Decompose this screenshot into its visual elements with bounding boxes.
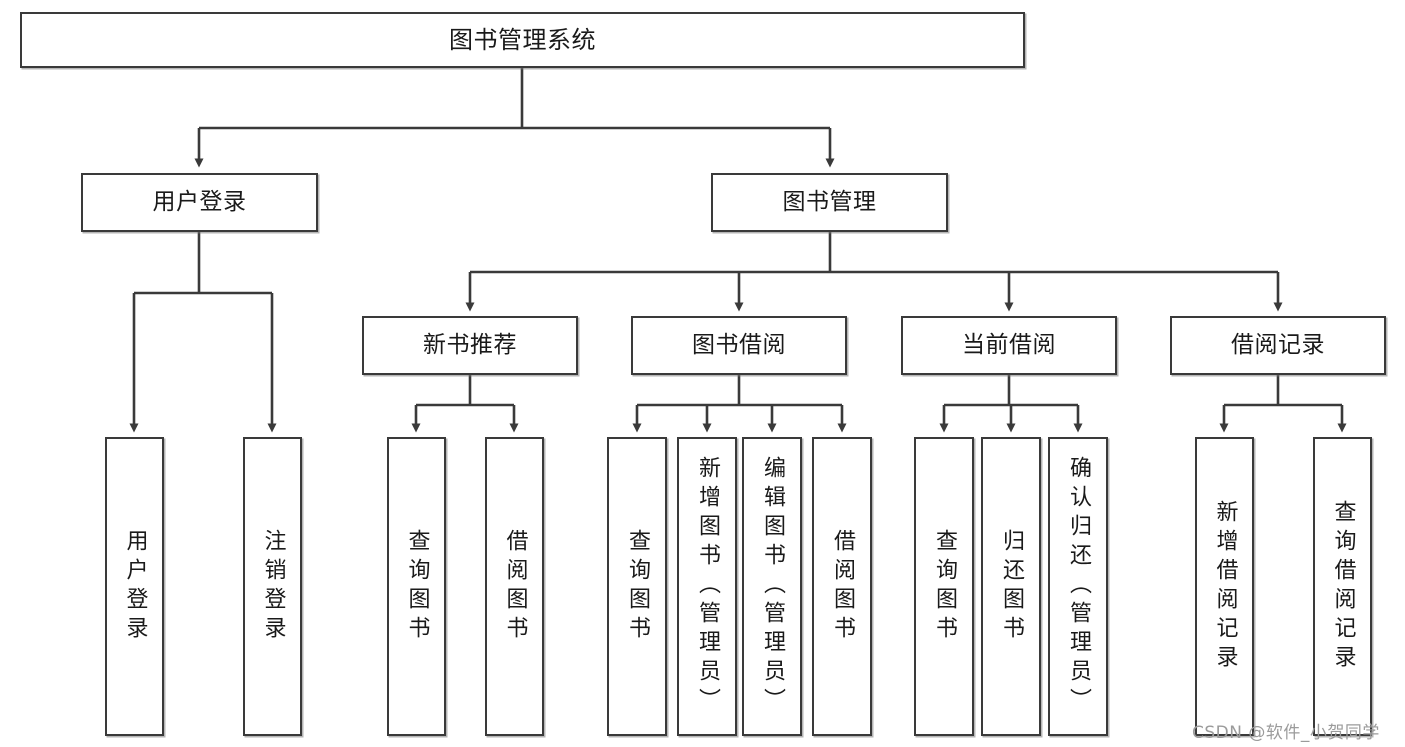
- node-label: 归还图书: [999, 528, 1024, 645]
- node-label: 查询图书: [932, 528, 957, 645]
- leaf-current-query-book[interactable]: 查询图书: [914, 437, 974, 736]
- node-label: 编辑图书（管理员）: [760, 456, 785, 717]
- leaf-record-query-record[interactable]: 查询借阅记录: [1313, 437, 1372, 736]
- node-label: 查询图书: [404, 528, 430, 645]
- node-label: 注销登录: [260, 528, 286, 645]
- node-label: 图书管理: [782, 188, 877, 215]
- node-label: 用户登录: [152, 188, 247, 215]
- leaf-new-book-borrow[interactable]: 借阅图书: [485, 437, 544, 736]
- node-label: 借阅记录: [1231, 331, 1325, 358]
- node-label: 当前借阅: [962, 331, 1056, 358]
- leaf-record-add-record[interactable]: 新增借阅记录: [1195, 437, 1254, 736]
- node-label: 借阅图书: [830, 528, 855, 645]
- node-label: 查询借阅记录: [1330, 499, 1356, 674]
- leaf-borrow-query-book[interactable]: 查询图书: [607, 437, 667, 736]
- leaf-new-book-query[interactable]: 查询图书: [387, 437, 446, 736]
- node-book-borrow[interactable]: 图书借阅: [631, 316, 847, 375]
- node-label: 查询图书: [625, 528, 650, 645]
- leaf-borrow-edit-book-admin[interactable]: 编辑图书（管理员）: [742, 437, 802, 736]
- node-user-login[interactable]: 用户登录: [81, 173, 318, 232]
- node-label: 借阅图书: [502, 528, 528, 645]
- leaf-user-login-signin[interactable]: 用户登录: [105, 437, 164, 736]
- leaf-current-confirm-return-admin[interactable]: 确认归还（管理员）: [1048, 437, 1108, 736]
- node-book-management[interactable]: 图书管理: [711, 173, 948, 232]
- leaf-current-return-book[interactable]: 归还图书: [981, 437, 1041, 736]
- leaf-borrow-add-book-admin[interactable]: 新增图书（管理员）: [677, 437, 737, 736]
- node-label: 确认归还（管理员）: [1066, 456, 1091, 717]
- node-label: 新增图书（管理员）: [695, 456, 720, 717]
- node-root-system[interactable]: 图书管理系统: [20, 12, 1025, 68]
- leaf-user-login-signout[interactable]: 注销登录: [243, 437, 302, 736]
- node-label: 新书推荐: [423, 331, 517, 358]
- node-label: 新增借阅记录: [1212, 499, 1238, 674]
- node-new-book-recommend[interactable]: 新书推荐: [362, 316, 578, 375]
- node-borrow-record[interactable]: 借阅记录: [1170, 316, 1386, 375]
- node-label: 用户登录: [122, 528, 148, 645]
- node-label: 图书管理系统: [449, 25, 596, 54]
- node-label: 图书借阅: [692, 331, 786, 358]
- leaf-borrow-borrow-book[interactable]: 借阅图书: [812, 437, 872, 736]
- node-current-borrow[interactable]: 当前借阅: [901, 316, 1117, 375]
